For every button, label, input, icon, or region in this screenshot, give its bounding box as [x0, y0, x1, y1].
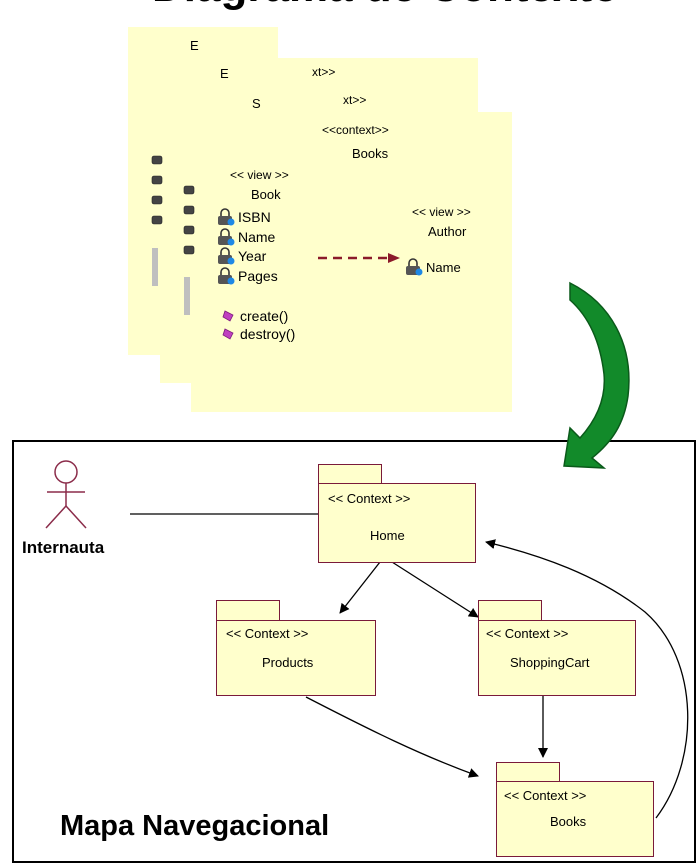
context-stereotype: <<context>>	[322, 123, 389, 137]
operation-icon	[222, 310, 234, 322]
products-name: Products	[262, 655, 314, 670]
nav-map-title: Mapa Navegacional	[60, 810, 330, 842]
sheet-stub	[184, 277, 190, 315]
actor-figure-icon	[45, 460, 87, 529]
book-attribute-isbn: ISBN	[216, 208, 271, 226]
middle-sheet-stereotype: xt>>	[343, 93, 367, 107]
package-books[interactable]: << Context >> Books	[496, 762, 654, 857]
book-operation-create: create()	[222, 307, 288, 325]
author-attribute-name: Name	[404, 258, 461, 276]
lock-attribute-icon	[218, 267, 235, 285]
lock-attribute-icon	[218, 208, 235, 226]
back-sheet-stereotype: xt>>	[312, 65, 336, 79]
dashed-association-arrow	[318, 253, 400, 263]
back-sheet-title: E	[190, 38, 199, 53]
front-sheet-title: S	[252, 96, 261, 111]
shopping-cart-stereotype: << Context >>	[486, 626, 569, 641]
context-sheet-front	[191, 112, 512, 412]
operation-icon	[222, 328, 234, 340]
home-name: Home	[370, 528, 405, 543]
books-name: Books	[550, 814, 587, 829]
home-stereotype: << Context >>	[328, 491, 411, 506]
products-stereotype: << Context >>	[226, 626, 309, 641]
package-products[interactable]: << Context >> Products	[216, 600, 376, 696]
author-class-name: Author	[428, 224, 467, 239]
books-stereotype: << Context >>	[504, 788, 587, 803]
package-home[interactable]: << Context >> Home	[318, 464, 476, 563]
actor-label: Internauta	[22, 538, 105, 557]
book-attribute-year: Year	[216, 247, 266, 265]
middle-sheet-title: E	[220, 66, 229, 81]
diagram-title: Diagrama de Contexto	[152, 0, 619, 12]
lock-attribute-icon	[218, 228, 235, 246]
book-attribute-pages: Pages	[216, 267, 278, 285]
sheet-stub	[152, 248, 158, 286]
curved-transform-arrow	[563, 281, 630, 469]
book-stereotype: << view >>	[230, 168, 289, 182]
author-stereotype: << view >>	[412, 205, 471, 219]
book-operation-destroy: destroy()	[222, 325, 295, 343]
lock-attribute-icon	[218, 247, 235, 265]
context-name: Books	[352, 146, 389, 161]
hidden-attribute-icons	[151, 155, 195, 255]
book-class-name: Book	[251, 187, 281, 202]
shopping-cart-name: ShoppingCart	[510, 655, 590, 670]
package-shopping-cart[interactable]: << Context >> ShoppingCart	[478, 600, 636, 696]
lock-attribute-icon	[406, 258, 423, 276]
book-attribute-name: Name	[216, 228, 275, 246]
